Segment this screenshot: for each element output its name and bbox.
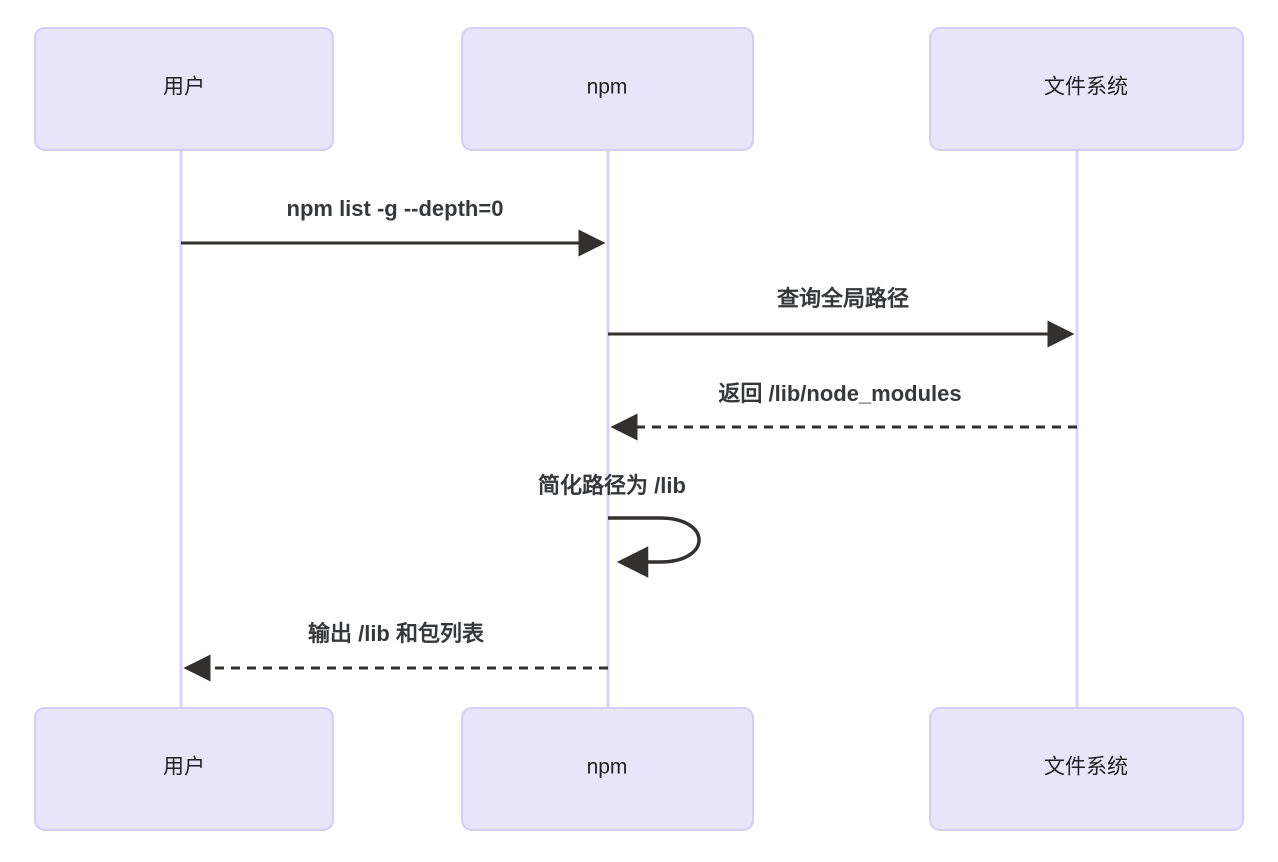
actor-header-fs[interactable]: 文件系统 <box>929 27 1244 151</box>
message-5-group[interactable]: 输出 /lib 和包列表 <box>183 621 608 682</box>
message-1-group[interactable]: npm list -g --depth=0 <box>181 196 606 257</box>
actor-label-npm-bottom: npm <box>587 756 628 779</box>
actor-footer-user[interactable]: 用户 <box>34 707 334 831</box>
actor-header-npm[interactable]: npm <box>461 27 754 151</box>
actor-header-user[interactable]: 用户 <box>34 27 334 151</box>
actor-label-npm-top: npm <box>587 76 628 99</box>
message-5-label: 输出 /lib 和包列表 <box>308 621 485 646</box>
message-4-label: 简化路径为 /lib <box>538 473 686 498</box>
actor-label-user-bottom: 用户 <box>163 756 205 779</box>
actor-label-user-top: 用户 <box>163 76 205 99</box>
actor-box-user-top[interactable] <box>34 27 334 151</box>
message-2-group[interactable]: 查询全局路径 <box>608 286 1075 348</box>
actor-box-npm-top[interactable] <box>461 27 754 151</box>
actor-footer-npm[interactable]: npm <box>461 707 754 831</box>
actor-label-fs-top: 文件系统 <box>1044 76 1128 99</box>
actor-box-user-bottom[interactable] <box>34 707 334 831</box>
message-1-label: npm list -g --depth=0 <box>287 196 504 221</box>
message-3-group[interactable]: 返回 /lib/node_modules <box>610 381 1077 441</box>
actor-label-fs-bottom: 文件系统 <box>1044 756 1128 779</box>
message-2-label: 查询全局路径 <box>777 286 909 311</box>
message-4-group[interactable]: 简化路径为 /lib <box>538 473 701 578</box>
actor-footer-fs[interactable]: 文件系统 <box>929 707 1244 831</box>
actor-box-npm-bottom[interactable] <box>461 707 754 831</box>
message-3-label: 返回 /lib/node_modules <box>718 381 961 406</box>
message-4-self-loop-arrow[interactable] <box>608 516 701 578</box>
actor-box-fs-top[interactable] <box>929 27 1244 151</box>
actor-box-fs-bottom[interactable] <box>929 707 1244 831</box>
